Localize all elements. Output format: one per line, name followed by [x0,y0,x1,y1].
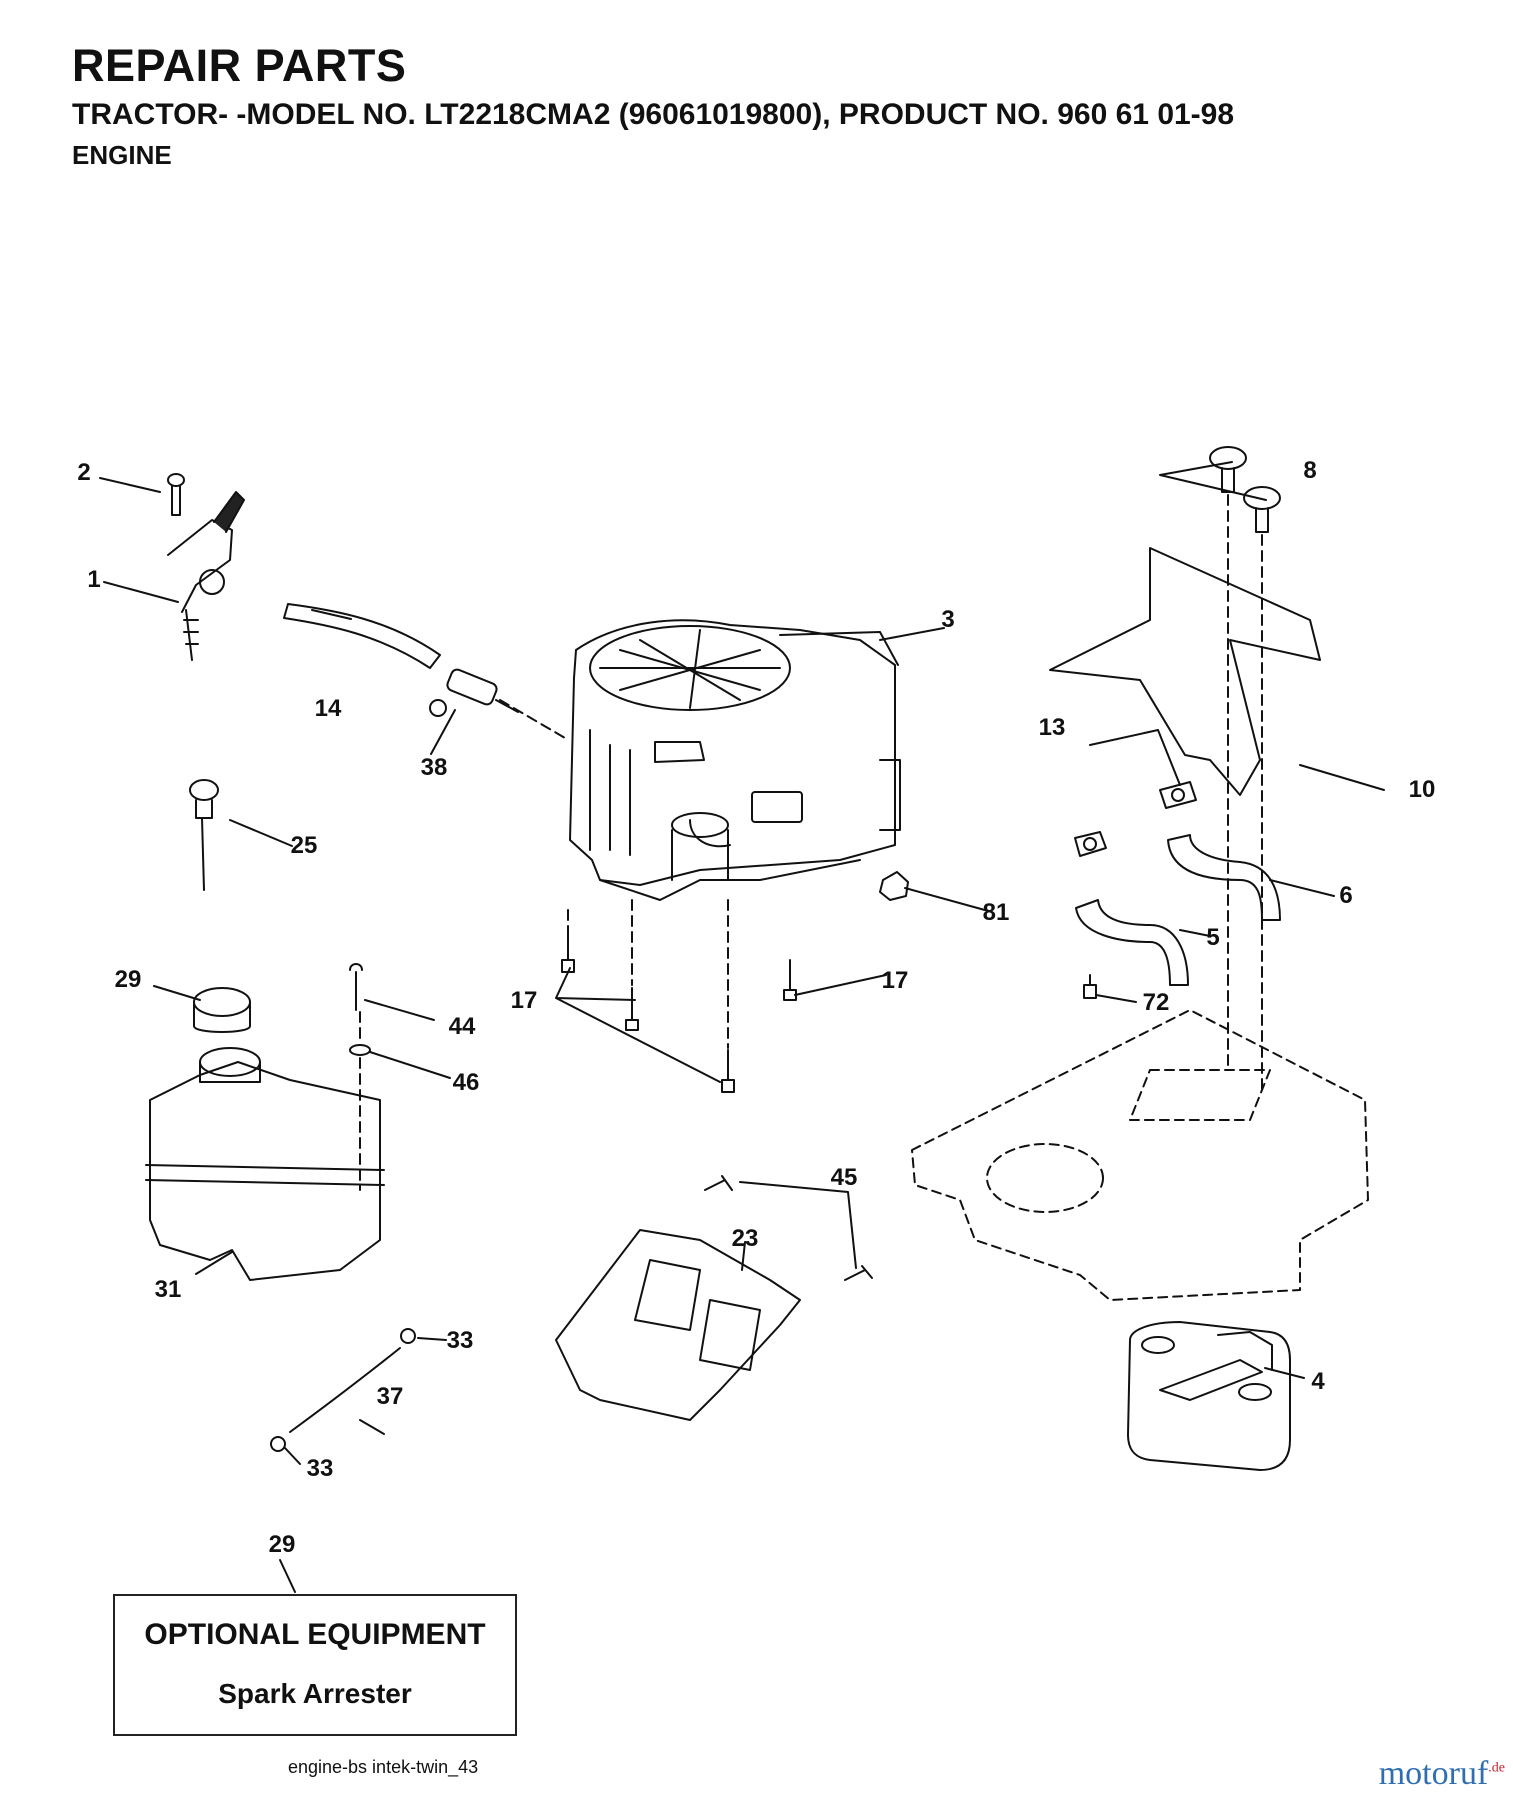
callout-label: 1 [87,566,100,593]
callout-label: 33 [447,1327,474,1354]
part-81-nut-drawing [879,871,909,901]
callout-label: 5 [1206,924,1219,951]
part-44-screw-drawing [349,963,363,1011]
callout-label: 81 [983,899,1010,926]
model-subtitle: TRACTOR- -MODEL NO. LT2218CMA2 (96061019… [72,98,1235,131]
part-2-screw-drawing [167,473,185,516]
callout-label: 14 [315,695,342,722]
part-14-fuel-hose-drawing [283,603,441,669]
part-17-bolt-drawings [561,929,797,1093]
part-5-exhaust-pipe-drawing [1075,899,1189,986]
optional-equipment-title: OPTIONAL EQUIPMENT [144,1618,486,1651]
callout-label: 29 [115,966,142,993]
part-37-fuel-line-drawing [289,1347,401,1433]
callout-label: 2 [77,459,90,486]
callout-labels: 2 1 3 14 38 25 81 8 10 13 6 5 72 17 17 2… [77,457,1435,1558]
callout-label: 10 [1409,776,1436,803]
callout-label: 23 [732,1225,759,1252]
part-25-dipstick-drawing [189,779,219,891]
callout-label: 37 [377,1383,404,1410]
callout-label: 6 [1339,882,1352,909]
callout-label: 17 [882,967,909,994]
callout-label: 31 [155,1276,182,1303]
section-title: ENGINE [72,140,172,170]
callout-label: 45 [831,1164,858,1191]
callout-label: 4 [1311,1368,1325,1395]
part-6-exhaust-pipe-drawing [1167,834,1281,921]
part-46-washer-drawing [349,1044,371,1056]
part-1-throttle-control-drawing [167,491,245,661]
drawing-id: engine-bs intek-twin_43 [288,1757,479,1777]
callout-label: 17 [511,987,538,1014]
part-31-fuel-tank-drawing [145,1047,385,1281]
callout-label: 72 [1143,989,1170,1016]
part-38-fuel-filter-drawing [429,668,519,717]
frame-outline-drawing [911,1009,1369,1301]
callout-label: 33 [307,1455,334,1482]
callout-label: 13 [1039,714,1066,741]
part-23-plate-drawing [555,1229,801,1421]
part-4-muffler-drawing [1127,1321,1291,1471]
watermark-text: motoruf [1378,1755,1489,1792]
part-13-gaskets-drawing [1074,781,1197,857]
callout-label: 3 [941,606,954,633]
optional-equipment-box: OPTIONAL EQUIPMENT Spark Arrester [113,1594,517,1736]
part-32-fuel-cap-drawing [193,987,251,1033]
part-45-screws-drawing [704,1175,873,1281]
callout-label: 46 [453,1069,480,1096]
part-10-heat-shield-drawing [1049,547,1321,796]
callout-label: 8 [1303,457,1316,484]
page-title: REPAIR PARTS [72,40,407,91]
watermark-suffix: .de [1488,1760,1505,1776]
callout-label: 29 [269,1531,296,1558]
part-3-engine-drawing [569,619,901,901]
part-33-clamps-drawing [270,1328,416,1452]
callout-label: 38 [421,754,448,781]
callout-label: 25 [291,832,318,859]
part-72-screw-drawing [1083,974,1097,999]
callout-label: 44 [449,1013,476,1040]
optional-equipment-item: Spark Arrester [218,1678,412,1709]
watermark: motoruf.de [1379,1755,1505,1793]
